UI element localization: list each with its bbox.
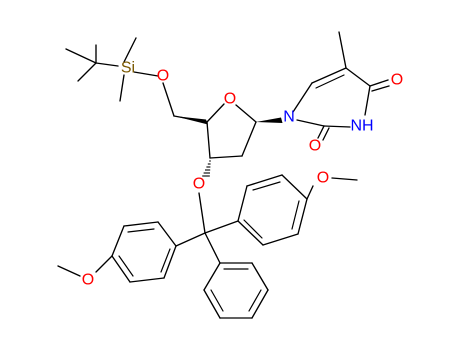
hashed-bond-c3-o [202, 160, 211, 177]
silyl-ether-linkage [162, 82, 208, 123]
silicon-atom-label: Si [121, 60, 135, 77]
nitrogen-1-label: N [283, 109, 295, 126]
carbonyl-oxygen-4-label: O [391, 72, 403, 89]
methoxyphenyl-ring-left [57, 221, 177, 283]
deoxyribose-ring [206, 103, 257, 159]
ring-oxygen-label: O [224, 91, 236, 108]
thymine-ring [292, 31, 390, 141]
tert-butyl-group [65, 44, 119, 82]
trityl-linkage [175, 192, 239, 264]
nitrogen-3-label: NH [350, 118, 373, 135]
trityl-ether-oxygen-label: O [193, 176, 205, 193]
silyl-ether-oxygen-label: O [157, 68, 169, 85]
methoxy-oxygen-right-label: O [317, 170, 329, 187]
silyl-methyl-groups [119, 37, 159, 102]
carbonyl-oxygen-2-label: O [309, 138, 321, 155]
wedge-bond-c1-n [256, 117, 283, 123]
methoxyphenyl-ring-right [237, 174, 358, 246]
wedge-bond-c4-ch2 [174, 116, 208, 125]
methoxy-oxygen-left-label: O [82, 272, 94, 289]
phenyl-ring [203, 262, 269, 319]
